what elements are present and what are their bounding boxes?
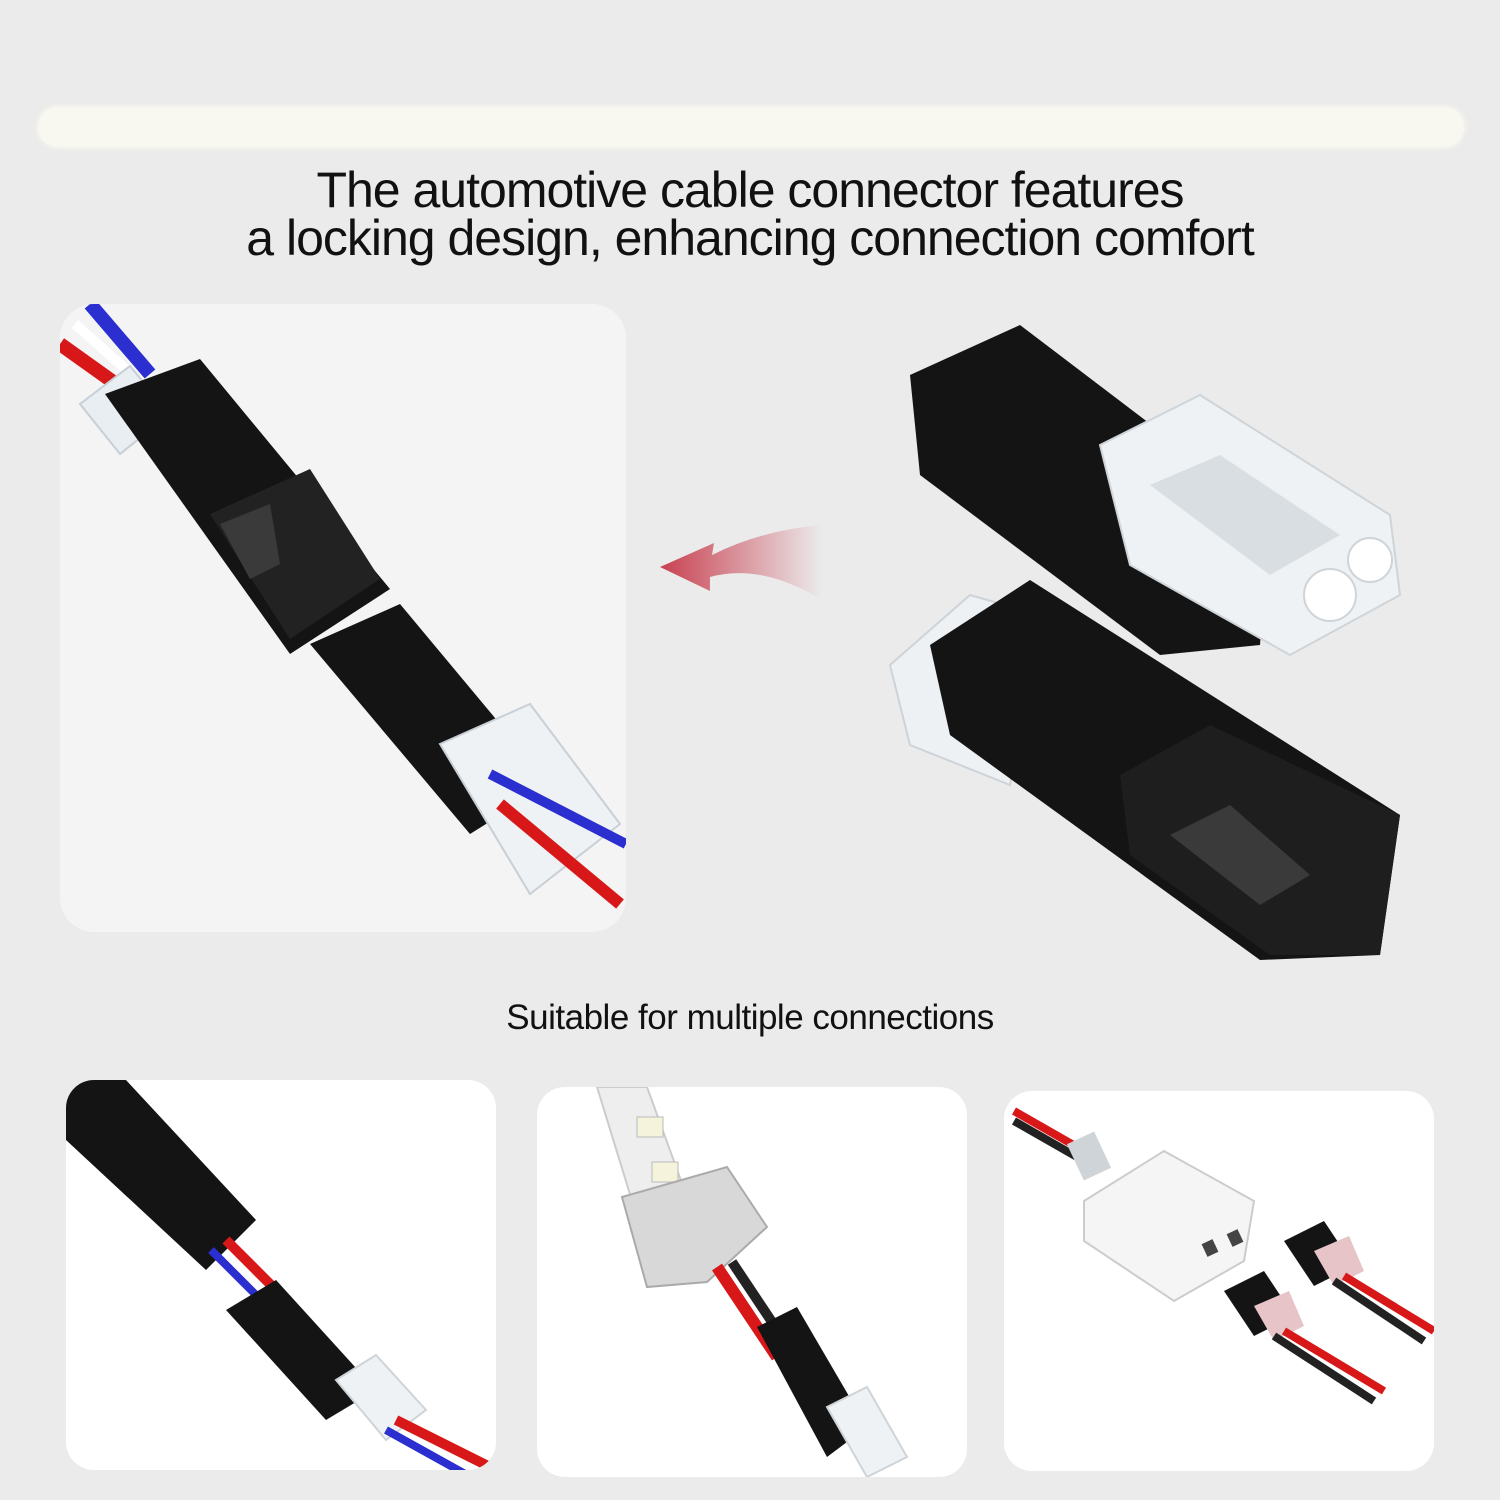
connector-detail-panel	[60, 304, 626, 932]
mated-connector-illustration	[888, 325, 1402, 960]
subheading: Suitable for multiple connections	[506, 998, 994, 1037]
application-photo-1	[66, 1080, 496, 1470]
arrow-left-icon	[660, 525, 822, 600]
headline: The automotive cable connector features …	[0, 162, 1500, 266]
decorative-top-bar	[38, 107, 1464, 147]
headline-line-1: The automotive cable connector features	[316, 162, 1184, 218]
headline-line-2: a locking design, enhancing connection c…	[246, 210, 1254, 266]
application-photo-2	[537, 1087, 967, 1477]
separated-connector-illustration	[60, 304, 626, 909]
application-photo-3	[1004, 1091, 1434, 1471]
